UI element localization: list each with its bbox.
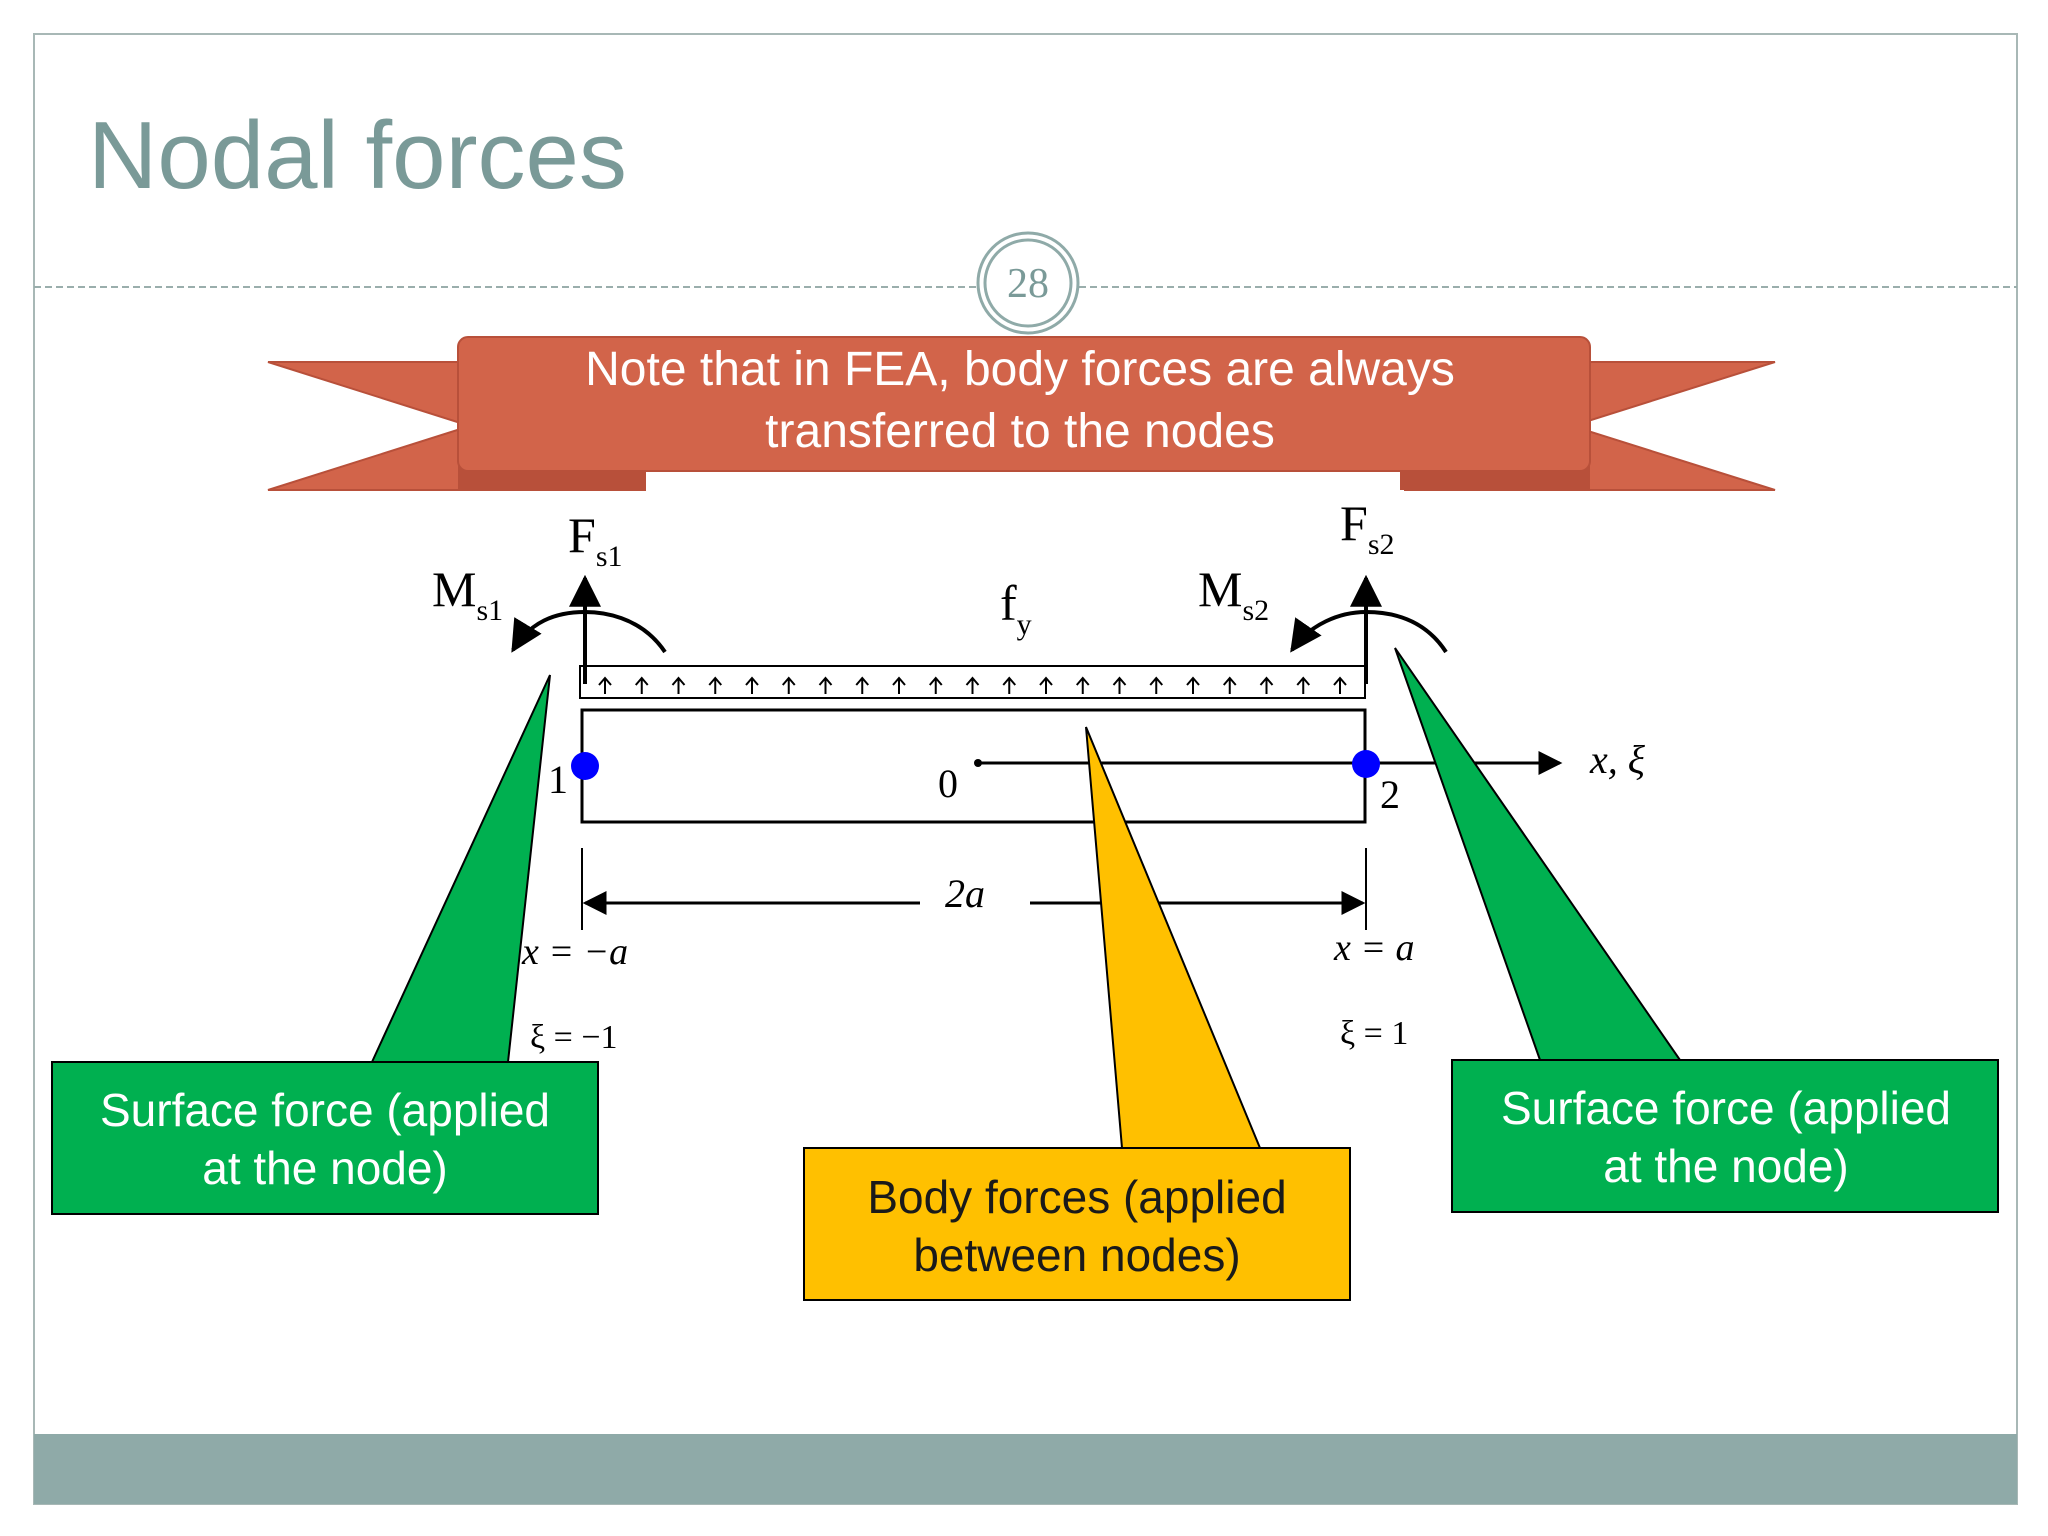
load-arrow: [892, 676, 906, 694]
callout-right-box: [1451, 1059, 1999, 1213]
force-label-right: Fs2: [1340, 495, 1395, 561]
moment-label-left: Ms1: [432, 561, 503, 627]
node-2-label: 2: [1380, 772, 1400, 817]
distributed-load-arrows: [598, 676, 1347, 694]
load-arrow: [708, 676, 723, 694]
force-label-left: Fs1: [568, 507, 623, 573]
callout-middle: Body forces (applied between nodes): [803, 726, 1351, 1301]
load-arrow: [1222, 676, 1237, 694]
page-number-badge-inner: [983, 238, 1073, 328]
banner-body: [457, 336, 1591, 472]
load-arrow: [818, 676, 833, 694]
page-number: 28: [1007, 261, 1049, 307]
callout-left: Surface force (applied at the node): [51, 674, 599, 1215]
load-arrow: [1296, 676, 1311, 694]
moment-label-right: Ms2: [1198, 561, 1269, 627]
moment-arc-right: [1290, 609, 1448, 654]
load-arrow: [745, 676, 759, 694]
load-arrow: [671, 676, 686, 694]
callout-left-line-1: Surface force (applied: [100, 1084, 550, 1136]
footer-bar: [34, 1434, 2017, 1504]
left-x-coordinate: x = −a: [521, 931, 628, 973]
callout-middle-line-2: between nodes): [913, 1229, 1240, 1281]
callout-left-box: [51, 1061, 599, 1215]
right-xi-coordinate: ξ = 1: [1340, 1015, 1408, 1052]
load-arrow: [781, 676, 796, 694]
origin-label: 0: [938, 761, 958, 806]
slide-title: Nodal forces: [88, 102, 627, 209]
origin-dot: [974, 759, 982, 767]
moment-arc-left: [511, 609, 667, 654]
node-2: [1352, 750, 1380, 778]
load-arrow: [928, 676, 943, 694]
banner-line-1: Note that in FEA, body forces are always: [585, 343, 1455, 396]
node-1-label: 1: [548, 757, 568, 802]
distributed-load-label: fy: [1000, 575, 1032, 641]
callout-left-line-2: at the node): [202, 1142, 448, 1194]
load-arrow: [1186, 676, 1200, 694]
load-arrow: [598, 676, 612, 694]
load-arrow: [1002, 676, 1017, 694]
note-banner: Note that in FEA, body forces are always…: [267, 336, 1776, 491]
load-arrow: [1112, 676, 1127, 694]
length-label: 2a: [945, 871, 985, 916]
banner-line-2: transferred to the nodes: [765, 405, 1275, 458]
load-arrow: [1259, 676, 1274, 694]
load-arrow: [965, 676, 980, 694]
node-1: [571, 752, 599, 780]
beam-element: [580, 708, 1367, 824]
load-arrow: [855, 676, 870, 694]
load-arrow: [1075, 676, 1090, 694]
beam-diagram: 1 0 2 x, ξ Fs1 Fs2 Ms1 Ms2 fy 2a x = −a …: [432, 495, 1646, 1056]
axis-label: x, ξ: [1589, 737, 1646, 782]
callout-right: Surface force (applied at the node): [1394, 647, 1999, 1213]
right-x-coordinate: x = a: [1333, 927, 1415, 969]
callout-middle-line-1: Body forces (applied: [867, 1171, 1286, 1223]
load-arrow: [1333, 676, 1347, 694]
load-arrow: [634, 676, 649, 694]
callout-middle-box: [803, 1147, 1351, 1301]
callout-right-line-1: Surface force (applied: [1501, 1082, 1951, 1134]
load-arrow: [1039, 676, 1053, 694]
load-arrow: [1149, 676, 1164, 694]
callout-right-line-2: at the node): [1603, 1140, 1849, 1192]
left-xi-coordinate: ξ = −1: [530, 1019, 618, 1056]
